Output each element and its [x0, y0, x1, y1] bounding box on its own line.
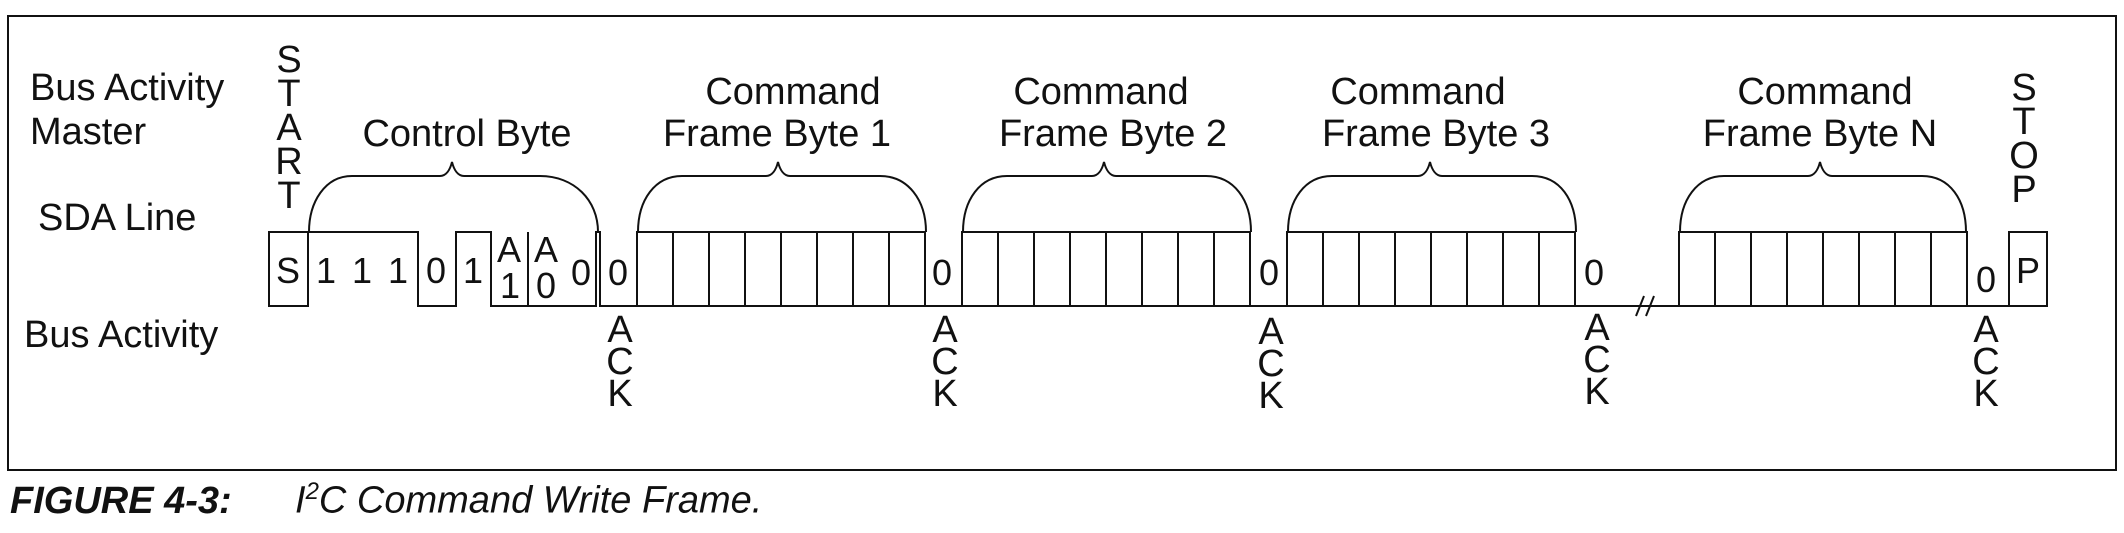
- start-symbol: S: [276, 250, 300, 291]
- address-bit-a0-top: A: [534, 229, 558, 270]
- ack-label-2-letter: C: [931, 341, 958, 383]
- frame-byte-2-brace: [962, 161, 1252, 233]
- caption-superscript: 2: [305, 478, 319, 505]
- control-bit-4: 0: [426, 250, 446, 291]
- start-box: [268, 231, 309, 307]
- ack-label-3-letter: C: [1257, 343, 1284, 385]
- stop-letter-4: P: [2011, 169, 2036, 211]
- bus-activity-master-label-line1: Bus Activity: [30, 67, 224, 109]
- break-mark-stroke-1: [1635, 295, 1645, 317]
- rw-bit: 0: [571, 252, 591, 293]
- frame-byte-1-title: Frame Byte 1: [663, 113, 891, 155]
- ack-label-5-letter: K: [1973, 373, 1998, 415]
- stop-letter-1: S: [2011, 67, 2036, 109]
- command-title-n: Command: [1737, 71, 1912, 113]
- address-bit-a0-bottom: 0: [536, 265, 556, 306]
- command-title-1: Command: [705, 71, 880, 113]
- control-bit-5: 1: [463, 250, 483, 291]
- frame-byte-n-brace: [1679, 161, 1967, 233]
- figure-caption: FIGURE 4-3: I2C Command Write Frame.: [10, 478, 762, 523]
- caption-text-suffix: C Command Write Frame.: [318, 479, 763, 522]
- start-letter-2: T: [277, 73, 300, 115]
- ack-label-4-letter: A: [1584, 307, 1610, 349]
- diagram-border: [7, 15, 2117, 471]
- bus-activity-label: Bus Activity: [24, 314, 218, 356]
- control-bit-3: 1: [388, 250, 408, 291]
- frame-byte-n-title: Frame Byte N: [1703, 113, 1937, 155]
- bus-activity-master-label-line2: Master: [30, 111, 146, 153]
- start-letter-5: T: [277, 175, 300, 217]
- ack-label-5-letter: A: [1973, 309, 1999, 351]
- ack-bit-5: 0: [1976, 259, 1996, 300]
- ack-label-1-letter: A: [607, 309, 633, 351]
- caption-text-prefix: I: [295, 479, 306, 522]
- stop-letter-3: O: [2009, 135, 2039, 177]
- ack-bit-3: 0: [1259, 252, 1279, 293]
- stop-box: [2008, 231, 2048, 307]
- stop-symbol: P: [2016, 250, 2040, 291]
- break-mark-stroke-2: [1645, 295, 1655, 317]
- ack-label-4-letter: C: [1583, 339, 1610, 381]
- ack-bit-1: 0: [608, 252, 628, 293]
- sda-signal-line: [269, 231, 2048, 307]
- command-title-3: Command: [1330, 71, 1505, 113]
- ack-label-3-letter: A: [1258, 311, 1284, 353]
- frame-byte-2-title: Frame Byte 2: [999, 113, 1227, 155]
- start-letter-4: R: [275, 141, 302, 183]
- ack-label-5-letter: C: [1972, 341, 1999, 383]
- stop-letter-2: T: [2012, 101, 2035, 143]
- address-bit-a1-bottom: 1: [500, 265, 520, 306]
- sda-line-label: SDA Line: [38, 197, 196, 239]
- stop-label: S T O P: [2009, 67, 2039, 211]
- frame-byte-1-brace: [637, 161, 927, 233]
- control-bit-1: 1: [316, 250, 336, 291]
- ack-label-1-letter: C: [606, 341, 633, 383]
- ack-label-2-letter: K: [932, 373, 957, 415]
- start-letter-1: S: [276, 39, 301, 81]
- ack-label-1-letter: K: [607, 373, 632, 415]
- bit-dividers: [672, 232, 1932, 306]
- ack-bit-2: 0: [932, 252, 952, 293]
- control-byte-title: Control Byte: [362, 113, 571, 155]
- frame-byte-3-title: Frame Byte 3: [1322, 113, 1550, 155]
- ack-bit-4: 0: [1584, 252, 1604, 293]
- ack-label-4-letter: K: [1584, 371, 1609, 413]
- braces: [308, 161, 1967, 233]
- start-label: S T A R T: [275, 39, 302, 217]
- address-bit-a1-top: A: [497, 229, 521, 270]
- frame-byte-3-brace: [1287, 161, 1577, 233]
- control-bit-2: 1: [352, 250, 372, 291]
- figure-number: FIGURE 4-3:: [10, 479, 232, 522]
- control-byte-brace: [308, 161, 599, 233]
- ack-label-3-letter: K: [1258, 375, 1283, 417]
- ack-label-2-letter: A: [932, 309, 958, 351]
- command-title-2: Command: [1013, 71, 1188, 113]
- start-letter-3: A: [276, 107, 302, 149]
